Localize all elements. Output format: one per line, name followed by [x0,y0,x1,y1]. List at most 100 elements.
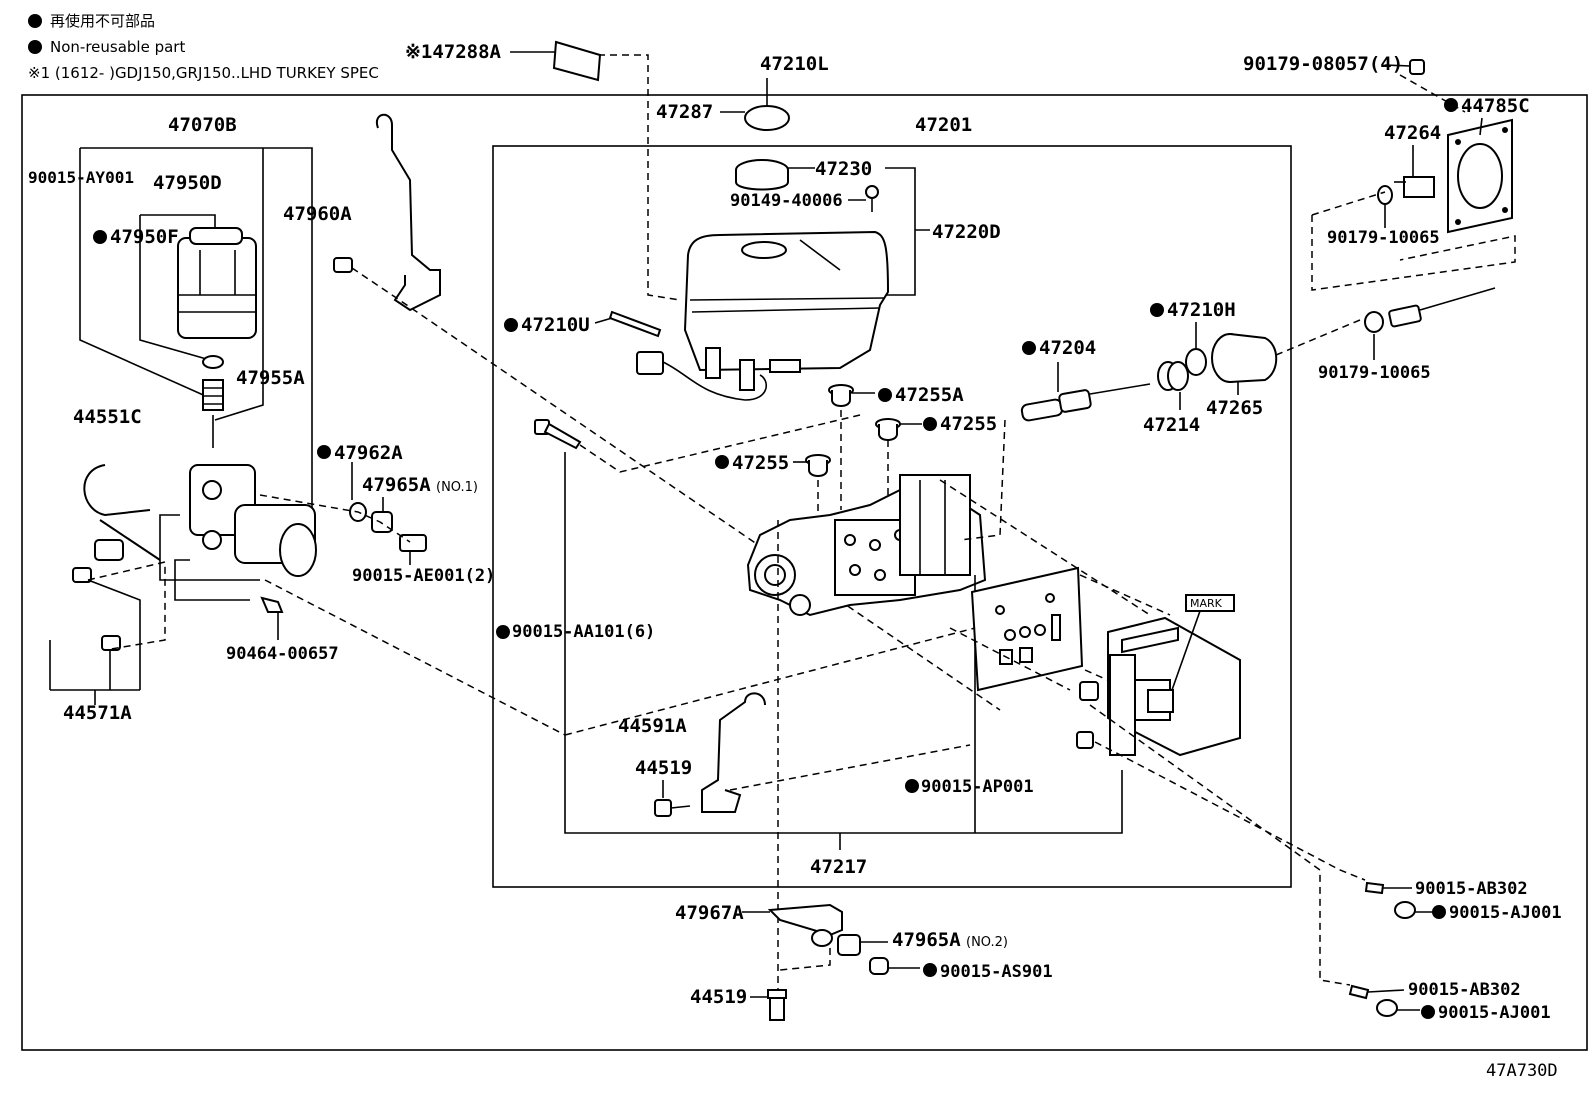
guide-dash-pump [264,579,566,736]
bracket-47264 [1394,176,1435,198]
hose-44551C [83,464,161,561]
screw-90149-40006 [865,185,879,212]
label-90464-00657: 90464-00657 [226,644,339,664]
reservoir-tank-47220D [683,230,890,391]
nut-47965A-no1 [371,511,393,533]
guide-dash-47962A [259,494,411,543]
non-reusable-dot-icon [1022,341,1036,355]
non-reusable-dot-icon [923,417,937,431]
ecu-board [970,566,1084,692]
spring [202,379,224,411]
outer-frame [21,94,1588,1051]
cap-90015-AS901 [869,957,889,975]
guide-dash-10065 [1311,191,1516,291]
clip-lower [101,635,121,651]
label-47070B: 47070B [168,114,237,136]
label-44785C: 44785C [1461,95,1530,117]
non-reusable-dot-icon [1421,1005,1435,1019]
label-47255-lower: 47255 [732,452,789,474]
ecu-unit [1076,616,1241,757]
reservoir-cap-47230 [735,159,789,191]
label-47255A: 47255A [895,384,964,406]
guide-dash-ecu [939,479,1171,691]
boot-47265 [1211,333,1278,383]
valve-guide-dash [817,410,889,520]
non-reusable-dot-icon [317,445,331,459]
non-reusable-dot-icon [28,40,42,54]
hose-guide-dash [87,561,166,651]
master-cylinder-body [746,474,987,617]
label-90179-10065-lower: 90179-10065 [1318,363,1431,383]
nut-90179-08057 [1409,59,1425,75]
label-47950F: 47950F [110,226,179,248]
label-47210L: 47210L [760,53,829,75]
mark-label-box [1185,594,1235,612]
label-47950D: 47950D [153,172,222,194]
label-47210U: 47210U [521,314,590,336]
label-47965A-no1-note: (NO.1) [436,480,478,495]
valve-47255-upper [875,418,901,441]
label-44571A: 44571A [63,702,132,724]
nut-90015-AJ001-upper [1394,901,1416,919]
label-90015-AS901: 90015-AS901 [940,962,1053,982]
bolt-90015-AB302-upper [1364,881,1385,895]
bolt-44519-lower [767,989,787,1021]
valve-47255-lower [805,454,831,477]
plate-44785C [1447,118,1513,234]
legend-japanese: 再使用不可部品 [28,12,155,30]
label-47265: 47265 [1206,397,1263,419]
label-147288A [552,40,602,82]
connector-47210U [636,351,664,375]
label-90015-AJ001-lower: 90015-AJ001 [1438,1003,1551,1023]
label-90015-AB302-lower: 90015-AB302 [1408,980,1521,1000]
label-90015-AP001: 90015-AP001 [921,777,1034,797]
label-47960A: 47960A [283,203,352,225]
label-47962A: 47962A [334,442,403,464]
label-90015-AY001: 90015-AY001 [28,168,134,187]
fitting-47967A [811,929,833,947]
label-47965A-no2: 47965A [892,929,961,951]
label-47214: 47214 [1143,414,1200,436]
bracket-47070B [79,147,313,560]
label-47201: 47201 [915,114,972,136]
label-47217: 47217 [810,856,867,878]
pump-motor [159,464,317,601]
wire-47210U [662,361,768,401]
bracket-upper [375,113,441,312]
label-47204: 47204 [1039,337,1096,359]
nut-90015-AJ001-lower [1376,999,1398,1017]
label-47230: 47230 [815,158,872,180]
non-reusable-dot-icon [878,388,892,402]
non-reusable-dot-icon [504,318,518,332]
guide-dash-AA101 [579,414,861,473]
nut-90179-10065-lower [1364,311,1384,333]
nut-90179-10065-upper [1377,185,1393,205]
ring-47210H [1185,348,1207,376]
label-47965A-no2-note: (NO.2) [966,935,1008,950]
label-90149-40006: 90149-40006 [730,191,843,211]
diagram-code: 47A730D [1486,1061,1558,1081]
non-reusable-dot-icon [923,963,937,977]
label-90015-AJ001-upper: 90015-AJ001 [1449,903,1562,923]
label-47965A-no1: 47965A [362,474,431,496]
o-ring-47955A [202,355,224,369]
bracket-44591A [701,692,766,813]
non-reusable-dot-icon [1150,303,1164,317]
clip-upper [72,567,92,583]
label-47220D: 47220D [932,221,1001,243]
bracket-47967A [767,903,843,937]
legend-note: ※1 (1612- )GDJ150,GRJ150..LHD TURKEY SPE… [28,64,379,82]
nut-47965A-no2 [837,934,861,956]
bolt-90015-AE001 [399,534,427,552]
assembly-47201-frame [492,145,1292,888]
non-reusable-dot-icon [1432,905,1446,919]
guide-dash-47204 [959,319,1361,541]
label-47264: 47264 [1384,122,1441,144]
bolt-44519-upper [654,799,691,817]
non-reusable-dot-icon [28,14,42,28]
label-44519-upper: 44519 [635,757,692,779]
guide-dash-44591A [564,627,976,791]
label-44591A: 44591A [618,715,687,737]
hose-fitting [94,539,124,561]
label-47955A: 47955A [236,367,305,389]
